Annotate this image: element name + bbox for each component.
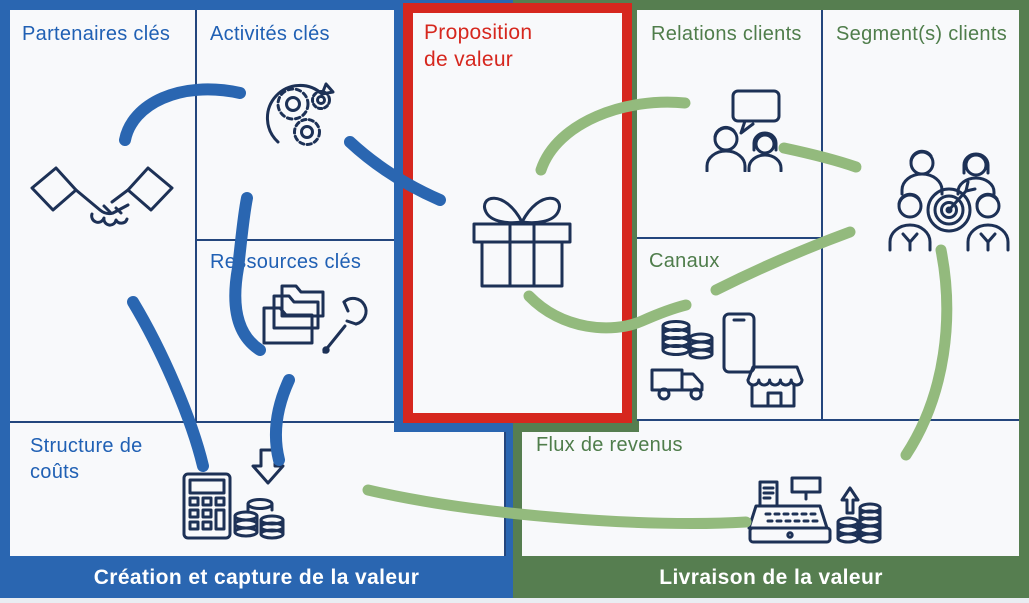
revenue-icons bbox=[747, 476, 882, 544]
title-relations: Relations clients bbox=[651, 23, 802, 45]
divider-activites-ressources bbox=[196, 239, 395, 241]
footer-livraison: Livraison de la valeur bbox=[659, 566, 883, 589]
divider-structure-top bbox=[10, 421, 395, 423]
calculator-icon bbox=[182, 472, 232, 540]
title-structure: Structure de coûts bbox=[30, 435, 143, 483]
title-proposition: Proposition de valeur bbox=[424, 21, 533, 71]
group-target-icon bbox=[888, 149, 1010, 252]
divider-relations-canaux bbox=[637, 237, 822, 239]
coin-stack-icon bbox=[233, 498, 285, 540]
truck-icon bbox=[650, 368, 704, 401]
green-strip-below-red bbox=[513, 421, 639, 432]
coins-icon bbox=[661, 320, 714, 360]
gift-icon bbox=[472, 196, 572, 288]
title-flux: Flux de revenus bbox=[536, 434, 683, 456]
up-arrow-icon bbox=[840, 486, 860, 515]
smartphone-icon bbox=[722, 312, 756, 374]
cost-icons bbox=[182, 448, 285, 540]
title-segments: Segment(s) clients bbox=[836, 23, 1008, 45]
handshake-icon bbox=[30, 166, 174, 227]
gears-icon bbox=[265, 82, 335, 146]
folders-wrench-icon bbox=[262, 284, 368, 354]
title-canaux: Canaux bbox=[649, 250, 720, 272]
channels-icons bbox=[650, 312, 804, 408]
title-ressources: Ressources clés bbox=[210, 251, 362, 273]
blue-strip-below-red bbox=[394, 421, 513, 432]
divider-flux-top bbox=[637, 419, 1019, 421]
down-arrow-icon bbox=[251, 448, 285, 485]
divider-relations-segments bbox=[821, 10, 823, 420]
title-activites: Activités clés bbox=[210, 23, 330, 45]
divider-partenaires-activites bbox=[195, 10, 197, 422]
footer-creation-capture: Création et capture de la valeur bbox=[93, 566, 420, 589]
divider-structure-right bbox=[504, 421, 506, 556]
store-icon bbox=[746, 365, 804, 408]
cash-register-icon bbox=[747, 476, 832, 544]
title-partenaires: Partenaires clés bbox=[22, 23, 171, 45]
chat-people-icon bbox=[705, 89, 783, 172]
coin-stack-icon bbox=[836, 502, 882, 544]
